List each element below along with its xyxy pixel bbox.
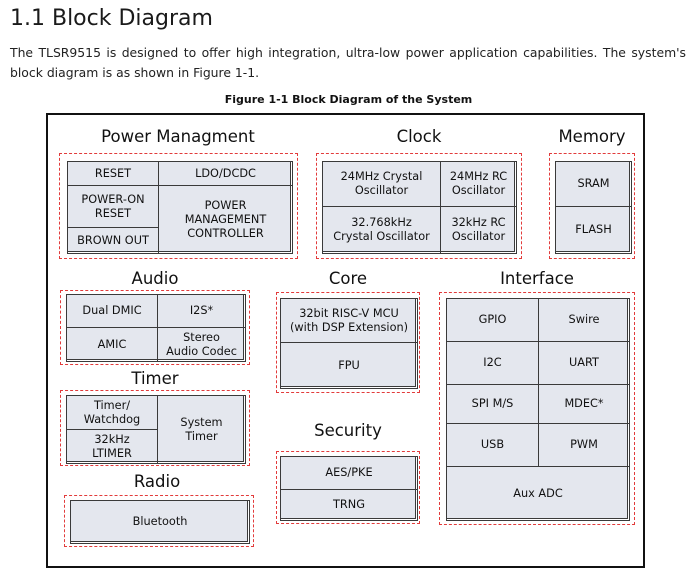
i2c-cell: I2C	[446, 341, 539, 385]
radio-group	[64, 495, 254, 547]
intro-paragraph: The TLSR9515 is designed to offer high i…	[10, 45, 686, 80]
uart-cell: UART	[538, 341, 630, 385]
aes-pke-cell: AES/PKE	[280, 456, 418, 490]
trng-cell: TRNG	[280, 489, 418, 521]
flash-cell: FLASH	[555, 206, 632, 254]
crystal-24mhz-cell: 24MHz Crystal Oscillator	[322, 161, 441, 207]
timer-block: Timer/ Watchdog 32kHz LTIMER System Time…	[66, 395, 246, 464]
block-diagram-frame	[46, 113, 645, 568]
aux-adc-cell: Aux ADC	[446, 466, 630, 521]
ldo-dcdc-cell: LDO/DCDC	[158, 161, 293, 186]
security-group-title: Security	[314, 421, 382, 440]
audio-group	[60, 290, 250, 365]
memory-block: SRAM FLASH	[555, 161, 632, 254]
interface-group	[439, 292, 635, 525]
core-block: 32bit RISC-V MCU (with DSP Extension) FP…	[280, 298, 418, 389]
security-group	[276, 451, 420, 524]
timer-group	[60, 390, 250, 466]
dual-dmic-cell: Dual DMIC	[66, 294, 158, 328]
figure-caption: Figure 1-1 Block Diagram of the System	[224, 93, 473, 106]
usb-cell: USB	[446, 423, 539, 467]
crystal-32khz-cell: 32.768kHz Crystal Oscillator	[322, 206, 441, 254]
spi-cell: SPI M/S	[446, 384, 539, 424]
memory-group	[549, 153, 635, 259]
section-heading: 1.1 Block Diagram	[10, 6, 213, 31]
power-group	[59, 153, 298, 259]
i2s-cell: I2S*	[157, 294, 246, 328]
timer-group-title: Timer	[131, 369, 179, 388]
stereo-audio-codec-cell: Stereo Audio Codec	[157, 327, 246, 362]
security-block: AES/PKE TRNG	[280, 456, 418, 521]
system-timer-cell: System Timer	[157, 395, 246, 464]
ltimer-cell: 32kHz LTIMER	[66, 429, 158, 464]
radio-group-title: Radio	[133, 472, 181, 491]
brown-out-cell: BROWN OUT	[67, 227, 159, 254]
power-on-reset-cell: POWER-ON RESET	[67, 185, 159, 228]
audio-block: Dual DMIC I2S* AMIC Stereo Audio Codec	[66, 294, 246, 362]
sram-cell: SRAM	[555, 161, 632, 207]
amic-cell: AMIC	[66, 327, 158, 362]
power-management-controller-cell: POWER MANAGEMENT CONTROLLER	[158, 185, 293, 254]
power-group-title: Power Managment	[101, 127, 255, 146]
memory-group-title: Memory	[558, 127, 626, 146]
bluetooth-cell: Bluetooth	[70, 500, 250, 544]
gpio-cell: GPIO	[446, 298, 539, 342]
clock-block: 24MHz Crystal Oscillator 24MHz RC Oscill…	[322, 161, 517, 254]
mdec-cell: MDEC*	[538, 384, 630, 424]
core-group-title: Core	[328, 269, 368, 288]
core-group	[276, 292, 420, 393]
clock-group	[316, 153, 522, 259]
reset-cell: RESET	[67, 161, 159, 186]
risc-v-mcu-cell: 32bit RISC-V MCU (with DSP Extension)	[280, 298, 418, 343]
rc-32khz-cell: 32kHz RC Oscillator	[440, 206, 517, 254]
swire-cell: Swire	[538, 298, 630, 342]
watchdog-cell: Timer/ Watchdog	[66, 395, 158, 430]
fpu-cell: FPU	[280, 342, 418, 389]
audio-group-title: Audio	[131, 269, 179, 288]
power-block: RESET LDO/DCDC POWER-ON RESET POWER MANA…	[67, 161, 293, 254]
interface-group-title: Interface	[500, 269, 574, 288]
interface-block: GPIO Swire I2C UART SPI M/S MDEC* USB PW…	[446, 298, 630, 521]
pwm-cell: PWM	[538, 423, 630, 467]
clock-group-title: Clock	[396, 127, 442, 146]
rc-24mhz-cell: 24MHz RC Oscillator	[440, 161, 517, 207]
radio-block: Bluetooth	[70, 500, 250, 544]
